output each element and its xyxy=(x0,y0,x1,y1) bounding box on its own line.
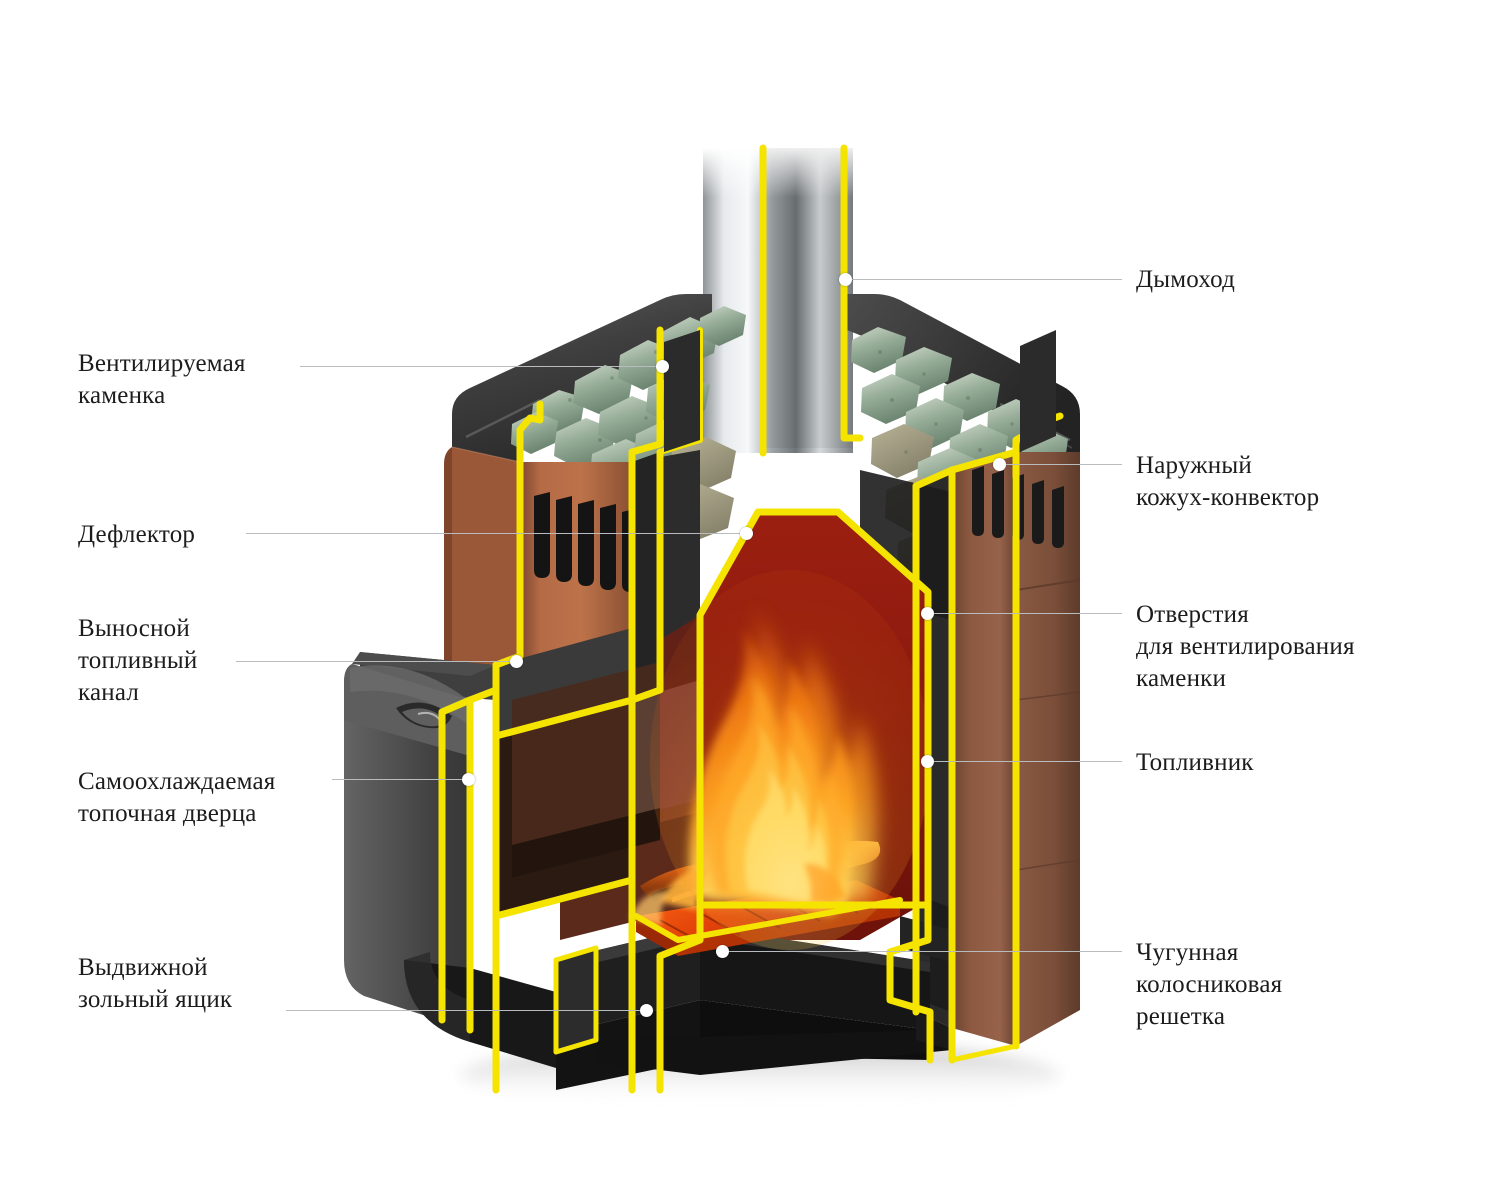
convector-casing-left xyxy=(444,446,638,700)
label-pull-out-ash-box: Выдвижной зольный ящик xyxy=(78,954,233,1013)
callout-dot-self-cooling-firedoor xyxy=(462,773,475,786)
label-self-cooling-firedoor: Самоохлаждаемая топочная дверца xyxy=(78,768,276,827)
leader-firebox xyxy=(928,761,1122,762)
callout-dot-heater-ventilation-holes xyxy=(921,607,934,620)
label-cast-iron-grate: Чугунная колосниковая решетка xyxy=(1136,939,1283,1030)
leader-remote-fuel-channel xyxy=(236,661,516,662)
convector-casing-right xyxy=(951,451,1081,1046)
label-deflector: Дефлектор xyxy=(78,521,196,548)
label-remote-fuel-channel: Выносной топливный канал xyxy=(78,615,198,706)
callout-dot-outer-convector-casing xyxy=(993,458,1006,471)
callout-dot-cast-iron-grate xyxy=(716,945,729,958)
callout-dot-chimney xyxy=(839,273,852,286)
firedoor-handle[interactable] xyxy=(396,702,452,729)
leader-outer-convector-casing xyxy=(1000,464,1122,465)
remote-fuel-channel xyxy=(352,628,660,916)
leader-ventilated-heater xyxy=(300,366,662,367)
callout-dot-remote-fuel-channel xyxy=(510,655,523,668)
leader-heater-ventilation-holes xyxy=(928,613,1122,614)
leader-chimney xyxy=(846,279,1122,280)
label-ventilated-heater: Вентилируемая каменка xyxy=(78,350,246,409)
callout-dot-pull-out-ash-box xyxy=(640,1004,653,1017)
deflector-plate xyxy=(664,330,1056,452)
flames xyxy=(630,570,930,950)
chimney-pipe xyxy=(703,148,853,453)
label-heater-ventilation-holes: Отверстия для вентилирования каменки xyxy=(1136,601,1355,692)
callout-dot-firebox xyxy=(921,755,934,768)
label-outer-convector-casing: Наружный кожух-конвектор xyxy=(1136,452,1320,511)
leader-pull-out-ash-box xyxy=(286,1010,646,1011)
stove-base xyxy=(596,1012,952,1075)
callout-dot-deflector xyxy=(740,527,753,540)
label-chimney: Дымоход xyxy=(1136,266,1235,293)
label-firebox: Топливник xyxy=(1136,749,1254,776)
callout-dot-ventilated-heater xyxy=(656,360,669,373)
leader-deflector xyxy=(246,533,746,534)
leader-cast-iron-grate xyxy=(723,951,1122,952)
cutaway-outline xyxy=(438,144,1064,1094)
leader-self-cooling-firedoor xyxy=(332,779,468,780)
